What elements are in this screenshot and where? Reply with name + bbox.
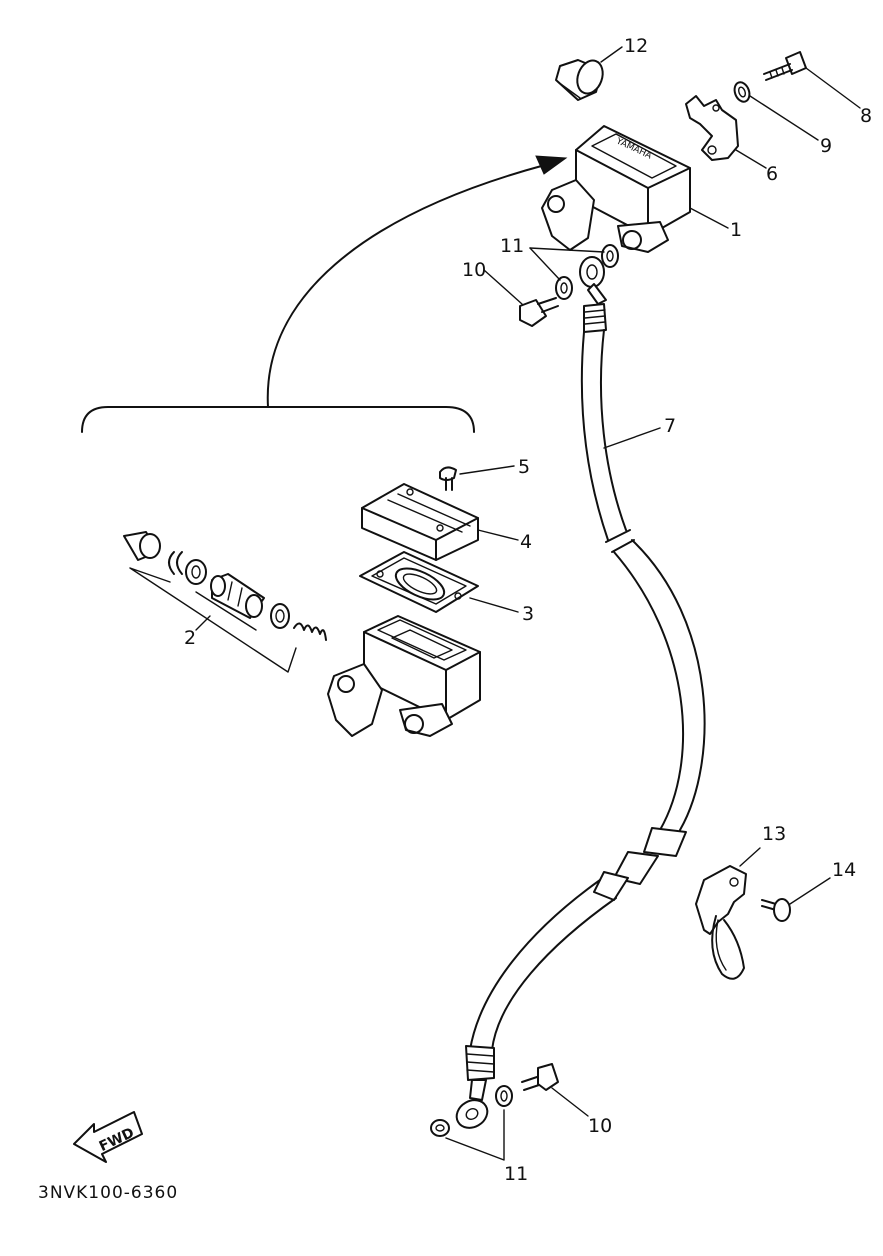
holder-6 [685, 95, 739, 161]
leader-14 [789, 877, 831, 905]
leader-8 [805, 67, 861, 109]
leader-1 [689, 207, 729, 229]
callout-5: 5 [518, 456, 530, 478]
callout-10-top: 10 [462, 259, 486, 281]
reservoir-cap-4 [361, 483, 479, 561]
master-cylinder-body [327, 615, 481, 737]
callout-7: 7 [664, 415, 676, 437]
union-bolt-10-bottom [521, 1063, 559, 1091]
leader-2 [195, 615, 211, 631]
exploded-view-bracket [81, 155, 568, 433]
copper-washer-11-bottom-a [430, 1119, 450, 1137]
callout-11-top: 11 [500, 235, 524, 257]
screw-14 [761, 898, 791, 922]
callout-8: 8 [860, 105, 872, 127]
copper-washer-11-bottom-b [495, 1085, 513, 1107]
master-cylinder-1: YAMAHA [541, 125, 691, 253]
leader-9 [749, 95, 819, 141]
leader-5 [459, 465, 515, 475]
expansion-arrow-head [535, 155, 568, 175]
copper-washer-11-top-a [601, 244, 619, 268]
screw-5 [439, 466, 457, 491]
callout-6: 6 [766, 163, 778, 185]
callout-10-bottom: 10 [588, 1115, 612, 1137]
copper-washer-11-top-b [555, 276, 573, 300]
callout-14: 14 [832, 859, 856, 881]
leader-3 [469, 597, 519, 613]
leader-10-top [483, 269, 523, 305]
callout-4: 4 [520, 531, 532, 553]
leader-11-bottom [445, 1109, 505, 1161]
callout-13: 13 [762, 823, 786, 845]
callout-2: 2 [184, 627, 196, 649]
bolt-8 [763, 51, 807, 81]
cap-12 [555, 59, 604, 101]
callout-11-bottom: 11 [504, 1163, 528, 1185]
leader-10-bottom [551, 1087, 589, 1117]
brake-hose-7 [455, 256, 706, 1129]
drawing-code: 3NVK100-6360 [38, 1183, 178, 1203]
bracket-2 [129, 567, 297, 673]
hose-guide-13 [695, 865, 747, 980]
leader-4 [477, 529, 519, 541]
leader-13 [739, 847, 761, 867]
washer-9 [733, 81, 751, 103]
callout-12: 12 [624, 35, 648, 57]
piston-kit-2 [123, 531, 327, 641]
leader-6 [735, 149, 767, 169]
union-bolt-10-top [519, 297, 559, 327]
forward-arrow-icon: FWD [73, 1111, 143, 1163]
leader-12 [600, 46, 623, 63]
callout-1: 1 [730, 219, 742, 241]
callout-3: 3 [522, 603, 534, 625]
leader-7 [603, 427, 661, 449]
callout-9: 9 [820, 135, 832, 157]
diaphragm-3 [359, 551, 479, 613]
leader-11-top-a [529, 247, 605, 253]
leader-11-top-b [529, 247, 561, 281]
